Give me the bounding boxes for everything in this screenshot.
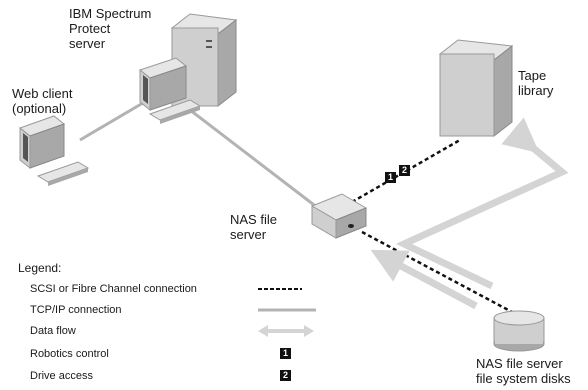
data-flow-arrow-upper	[395, 117, 569, 290]
legend-robotics-badge: 1	[280, 348, 291, 359]
nas-file-server-label: NAS file server	[230, 212, 277, 242]
drive-access-badge: 2	[399, 165, 410, 176]
web-client-icon	[18, 115, 90, 186]
legend-data-flow-label: Data flow	[30, 325, 76, 337]
legend-robotics-label: Robotics control	[30, 348, 109, 360]
tcpip-line-web-client-to-server	[79, 98, 149, 142]
tcpip-line-server-to-nas	[189, 108, 319, 210]
data-flow-arrow-lower	[370, 249, 478, 310]
server-label: IBM Spectrum Protect server	[69, 6, 152, 51]
server-workstation-icon	[138, 57, 202, 124]
legend-scsi-label: SCSI or Fibre Channel connection	[30, 283, 197, 295]
nas-disks-icon	[493, 310, 545, 352]
legend-title: Legend:	[18, 261, 62, 275]
scsi-line-nas-to-disks	[361, 230, 513, 314]
legend-data-flow-sample	[258, 325, 314, 337]
nas-disks-label: NAS file server file system disks	[476, 356, 571, 386]
legend-drive-label: Drive access	[30, 370, 93, 382]
robotics-control-badge: 1	[385, 172, 396, 183]
web-client-label: Web client (optional)	[12, 86, 73, 116]
tape-library-label: Tape library	[518, 68, 554, 98]
legend-drive-badge: 2	[280, 370, 291, 381]
legend-tcpip-label: TCP/IP connection	[30, 304, 122, 316]
nas-file-server-icon	[310, 193, 368, 239]
tape-library-icon	[438, 39, 514, 138]
